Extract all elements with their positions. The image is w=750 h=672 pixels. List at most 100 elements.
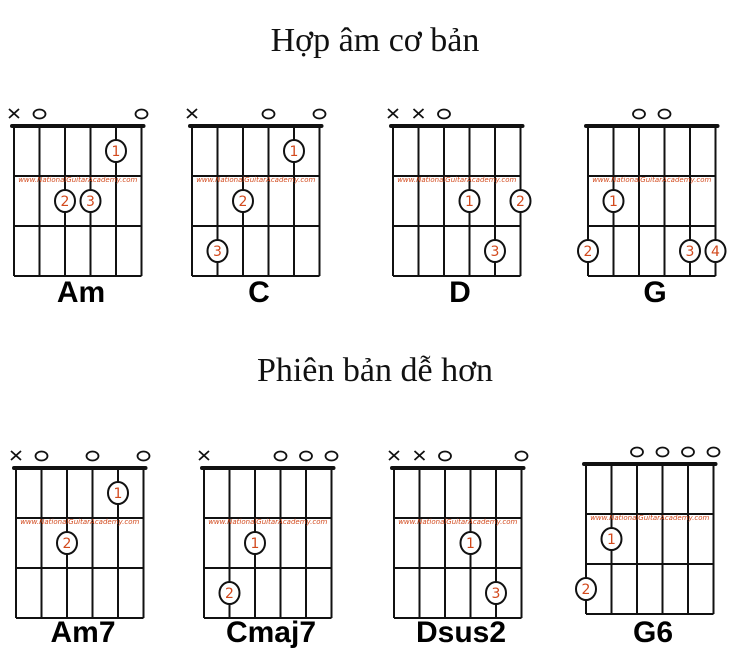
open-string-marker [312,108,327,120]
finger-number: 1 [290,144,299,160]
open-string-marker [32,108,47,120]
open-string-marker [324,450,339,462]
finger-number: 2 [63,536,72,552]
finger-number: 1 [607,532,616,548]
open-string-marker [134,108,149,120]
finger-dot: 3 [79,189,102,213]
finger-number: 3 [686,244,695,260]
finger-number: 2 [584,244,593,260]
watermark-text: www.NationalGuitarAcademy.com [208,518,327,526]
finger-number: 1 [609,194,618,210]
finger-dot: 2 [509,189,532,213]
finger-dot: 1 [107,481,129,505]
finger-dot: 1 [600,527,623,551]
finger-dot: 1 [283,139,305,163]
finger-dot: 1 [602,189,625,213]
chord-grid: www.NationalGuitarAcademy.com 1 2 3 [387,108,532,277]
open-string-marker [655,446,670,458]
finger-dot: 1 [105,139,127,163]
watermark-text: www.NationalGuitarAcademy.com [196,176,315,184]
chord-diagram-g6: www.NationalGuitarAcademy.com 1 2 G6 [575,438,748,668]
chord-grid: www.NationalGuitarAcademy.com 1 2 [198,450,339,619]
chord-diagram-am7: www.NationalGuitarAcademy.com 1 2 Am7 [8,442,178,672]
open-string-marker [299,450,313,462]
watermark-text: www.NationalGuitarAcademy.com [592,176,711,184]
finger-dot: 3 [484,239,506,263]
finger-dot: 3 [206,239,229,263]
finger-number: 3 [491,244,500,260]
finger-number: 4 [711,244,720,260]
chord-name: D [449,276,471,309]
finger-dot: 2 [56,531,78,555]
finger-number: 1 [112,144,121,160]
chord-diagram-d: www.NationalGuitarAcademy.com 1 2 3 D [385,100,555,330]
muted-string-marker [186,108,198,119]
open-string-marker [514,450,529,462]
finger-number: 3 [492,586,501,602]
chord-name: Cmaj7 [225,616,317,649]
finger-dot: 1 [244,531,266,555]
finger-dot: 2 [577,239,599,263]
watermark-text: www.NationalGuitarAcademy.com [397,176,516,184]
chord-grid: www.NationalGuitarAcademy.com 1 2 [575,446,721,615]
finger-number: 1 [251,536,260,552]
muted-string-marker [10,450,22,461]
finger-number: 1 [465,194,474,210]
chord-grid: www.NationalGuitarAcademy.com 1 3 [388,450,529,619]
open-string-marker [437,108,451,120]
open-string-marker [136,450,151,462]
open-string-marker [657,108,672,120]
chord-name: Dsus2 [415,616,507,649]
finger-number: 2 [239,194,248,210]
muted-string-marker [412,108,425,119]
open-string-marker [273,450,288,462]
section-title-basic: Hợp âm cơ bản [270,22,480,59]
finger-dot: 2 [218,581,241,605]
watermark-text: www.NationalGuitarAcademy.com [20,518,139,526]
chord-grid: www.NationalGuitarAcademy.com 1 2 3 [186,108,327,277]
chord-diagram-cmaj7: www.NationalGuitarAcademy.com 1 2 Cmaj7 [196,442,366,672]
muted-string-marker [388,450,400,461]
finger-dot: 3 [679,239,701,263]
finger-number: 1 [114,486,123,502]
chord-name: Am7 [50,616,116,649]
open-string-marker [261,108,276,120]
muted-string-marker [413,450,426,461]
watermark-text: www.NationalGuitarAcademy.com [590,514,709,522]
finger-number: 1 [466,536,475,552]
finger-dot: 4 [704,239,727,263]
open-string-marker [681,446,695,458]
chord-name: Am [56,276,106,309]
section-title-easier: Phiên bản dễ hơn [256,352,494,389]
watermark-text: www.NationalGuitarAcademy.com [18,176,137,184]
open-string-marker [85,450,100,462]
open-string-marker [706,446,721,458]
muted-string-marker [387,108,399,119]
watermark-text: www.NationalGuitarAcademy.com [398,518,517,526]
chord-name: G [643,276,667,309]
finger-dot: 2 [232,189,254,213]
finger-dot: 2 [54,189,76,213]
finger-dot: 1 [458,189,481,213]
muted-string-marker [8,108,20,119]
finger-number: 3 [86,194,95,210]
finger-number: 3 [213,244,222,260]
finger-number: 2 [61,194,70,210]
chord-grid: www.NationalGuitarAcademy.com 1 2 [10,450,151,619]
finger-dot: 3 [485,581,507,605]
finger-number: 2 [225,586,234,602]
finger-number: 2 [516,194,525,210]
chord-name: G6 [632,616,674,649]
open-string-marker [438,450,452,462]
open-string-marker [630,446,644,458]
finger-dot: 2 [575,577,597,601]
finger-dot: 1 [459,531,482,555]
muted-string-marker [198,450,210,461]
finger-number: 2 [582,582,591,598]
open-string-marker [34,450,49,462]
